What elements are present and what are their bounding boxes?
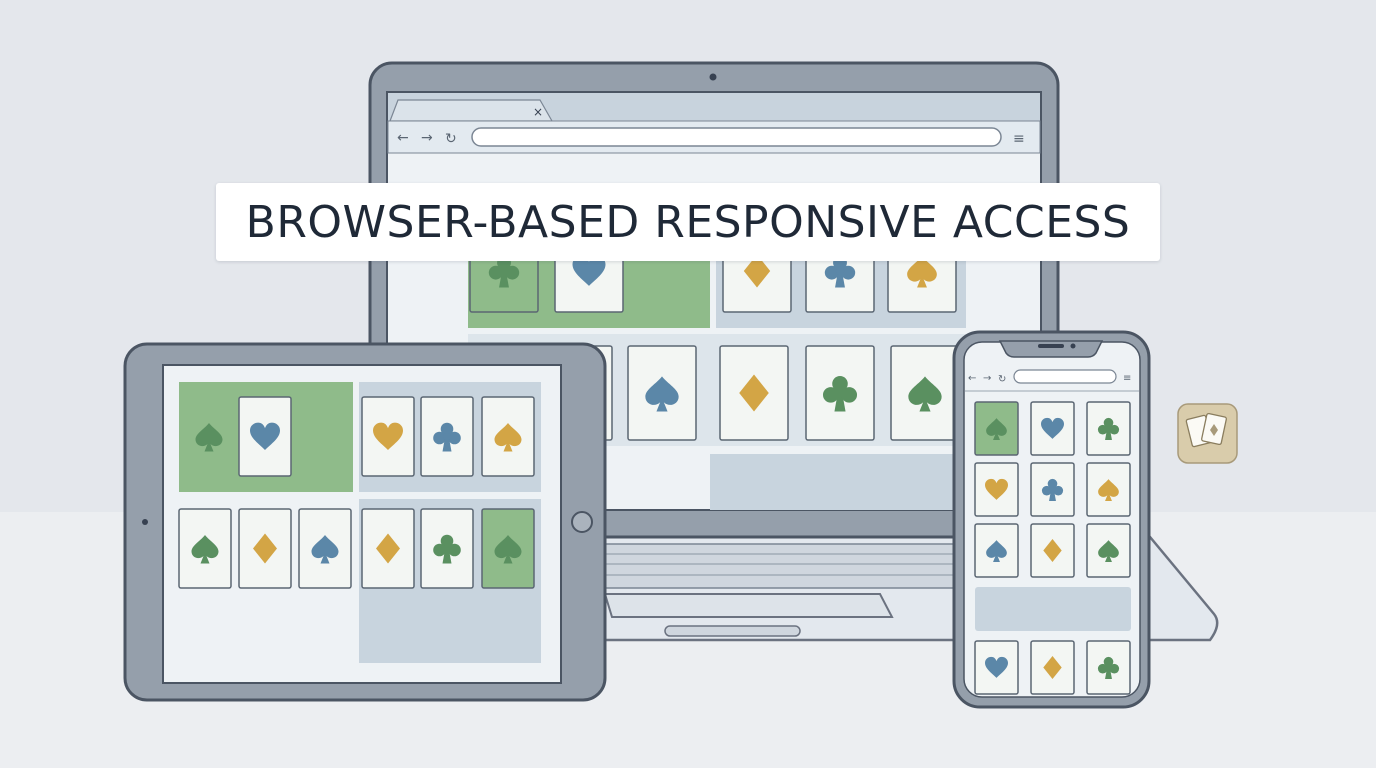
laptop-keyboard xyxy=(599,543,971,589)
playing-card-heart[interactable] xyxy=(974,462,1019,517)
address-bar[interactable] xyxy=(471,127,1002,147)
tablet xyxy=(123,342,607,702)
arrow-left-icon[interactable]: ← xyxy=(968,373,976,384)
playing-card-diamond[interactable] xyxy=(238,508,292,589)
playing-card-spade[interactable] xyxy=(1086,523,1131,578)
playing-card-spade[interactable] xyxy=(974,401,1019,456)
headline: BROWSER-BASED RESPONSIVE ACCESS xyxy=(245,196,1131,248)
laptop-trackpad xyxy=(603,593,894,618)
playing-card-club[interactable] xyxy=(1030,462,1075,517)
arrow-right-icon[interactable]: → xyxy=(421,130,433,146)
playing-card-heart[interactable] xyxy=(238,396,292,477)
tablet-camera xyxy=(142,519,148,525)
playing-card-spade[interactable] xyxy=(481,508,535,589)
phone-address-bar[interactable] xyxy=(1013,369,1117,384)
hamburger-menu-icon[interactable]: ≡ xyxy=(1123,373,1131,384)
playing-card-spade[interactable] xyxy=(481,396,535,477)
close-icon[interactable]: × xyxy=(533,105,543,119)
phone-card-grid xyxy=(974,401,1131,695)
playing-card-spade[interactable] xyxy=(1086,462,1131,517)
playing-card-heart[interactable] xyxy=(1030,401,1075,456)
playing-card-club[interactable] xyxy=(1086,401,1131,456)
playing-card-club[interactable] xyxy=(1086,640,1131,695)
browser-tab[interactable] xyxy=(389,99,554,122)
playing-card-heart[interactable] xyxy=(974,640,1019,695)
playing-card-spade[interactable] xyxy=(890,345,960,441)
playing-cards-icon[interactable] xyxy=(1177,403,1238,464)
arrow-left-icon[interactable]: ← xyxy=(397,130,409,146)
arrow-right-icon[interactable]: → xyxy=(983,373,991,384)
playing-card-club[interactable] xyxy=(805,345,875,441)
playing-card-diamond[interactable] xyxy=(361,508,415,589)
tablet-card-grid xyxy=(178,396,535,589)
playing-card-spade[interactable] xyxy=(974,523,1019,578)
phone-notch xyxy=(998,340,1104,358)
phone-footer-bar xyxy=(975,587,1131,631)
title-banner: BROWSER-BASED RESPONSIVE ACCESS xyxy=(216,183,1160,261)
playing-card-spade[interactable] xyxy=(178,508,232,589)
playing-card-diamond[interactable] xyxy=(719,345,789,441)
playing-card-club[interactable] xyxy=(420,396,474,477)
tablet-home-button[interactable] xyxy=(571,511,593,533)
playing-card-spade[interactable] xyxy=(627,345,697,441)
playing-card-spade[interactable] xyxy=(298,508,352,589)
playing-card-diamond[interactable] xyxy=(1030,523,1075,578)
reload-icon[interactable]: ↻ xyxy=(998,374,1006,385)
playing-card-heart[interactable] xyxy=(361,396,415,477)
reload-icon[interactable]: ↻ xyxy=(445,131,457,147)
playing-card-club[interactable] xyxy=(420,508,474,589)
laptop-camera xyxy=(709,73,717,81)
playing-card-diamond[interactable] xyxy=(1030,640,1075,695)
hamburger-menu-icon[interactable]: ≡ xyxy=(1013,131,1025,147)
laptop-footer-bar xyxy=(710,454,955,510)
phone: ← → ↻ ≡ xyxy=(952,330,1151,709)
